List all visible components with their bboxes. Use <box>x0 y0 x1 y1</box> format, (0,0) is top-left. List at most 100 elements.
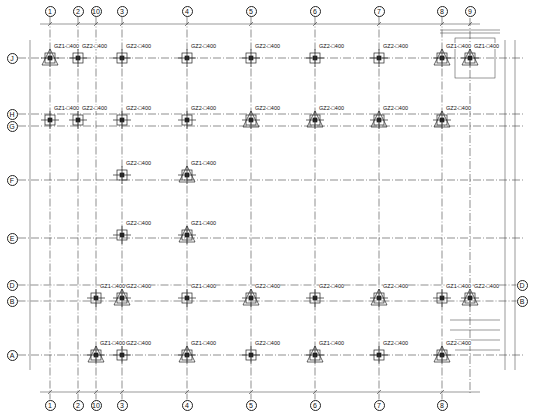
column-mark: GZ2-□400 <box>383 283 408 289</box>
column-mark: GZ2-□400 <box>126 43 151 49</box>
column-mark: GZ2-□400 <box>126 220 151 226</box>
column-mark: GZ1-□400 <box>100 283 125 289</box>
column-mark: GZ2-□400 <box>474 283 499 289</box>
axis-bubble: 6 <box>310 400 321 411</box>
axis-bubble: 1 <box>45 400 56 411</box>
axis-line <box>50 17 51 400</box>
column-mark: GZ1-□400 <box>319 340 344 346</box>
axis-bubble: D <box>7 280 18 291</box>
axis-line <box>187 17 188 400</box>
axis-bubble: 5 <box>246 6 257 17</box>
axis-number: A <box>10 352 15 359</box>
axis-bubble: 4 <box>182 400 193 411</box>
axis-number: 6 <box>313 402 317 409</box>
axis-number: 5 <box>249 8 253 15</box>
axis-number: 2 <box>76 8 80 15</box>
axis-bubble: 3 <box>117 6 128 17</box>
axis-number: H <box>9 111 14 118</box>
column-mark: GZ2-□400 <box>319 283 344 289</box>
axis-number: D <box>519 282 524 289</box>
column-mark: GZ1-□400 <box>54 105 79 111</box>
axis-number: G <box>9 123 14 130</box>
axis-bubble: F <box>7 175 18 186</box>
axis-bubble: 1 <box>45 6 56 17</box>
axis-line <box>251 17 252 400</box>
axis-bubble: 4 <box>182 6 193 17</box>
axis-line <box>96 17 97 400</box>
axis-bubble: 7 <box>374 6 385 17</box>
column-mark: GZ1-□400 <box>54 43 79 49</box>
column-mark: GZ1-□400 <box>446 43 471 49</box>
axis-line <box>78 17 79 400</box>
axis-number: 8 <box>440 8 444 15</box>
axis-bubble: 3 <box>117 400 128 411</box>
axis-bubble: 2 <box>73 6 84 17</box>
axis-line <box>442 17 443 400</box>
column-mark: GZ2-□400 <box>446 105 471 111</box>
axis-bubble: G <box>7 121 18 132</box>
axis-bubble: 10 <box>91 6 102 17</box>
axis-bubble: E <box>7 233 18 244</box>
axis-line <box>379 17 380 400</box>
column-mark: GZ2-□400 <box>126 283 151 289</box>
column-mark: GZ2-□400 <box>383 43 408 49</box>
axis-number: 6 <box>313 8 317 15</box>
column-mark: GZ2-□400 <box>383 105 408 111</box>
axis-bubble: 8 <box>437 6 448 17</box>
axis-number: 4 <box>185 8 189 15</box>
axis-bubble: 8 <box>437 400 448 411</box>
axis-number: 9 <box>468 8 472 15</box>
column-mark: GZ2-□400 <box>255 283 280 289</box>
axis-bubble: J <box>7 53 18 64</box>
axis-number: D <box>9 282 14 289</box>
axis-bubble: 7 <box>374 400 385 411</box>
axis-number: 1 <box>48 402 52 409</box>
column-mark: GZ2-□400 <box>126 105 151 111</box>
column-mark: GZ2-□400 <box>255 43 280 49</box>
axis-bubble: 2 <box>73 400 84 411</box>
axis-bubble: 9 <box>465 6 476 17</box>
axis-number: 7 <box>377 8 381 15</box>
axis-number: 8 <box>440 402 444 409</box>
column-mark: GZ2-□400 <box>126 340 151 346</box>
column-mark: GZ2-□400 <box>82 43 107 49</box>
axis-number: 3 <box>120 8 124 15</box>
axis-number: 7 <box>377 402 381 409</box>
axis-bubble: 6 <box>310 6 321 17</box>
axis-number: 2 <box>76 402 80 409</box>
axis-bubble: B <box>7 296 18 307</box>
column-mark: GZ2-□400 <box>191 43 216 49</box>
axis-number: 5 <box>249 402 253 409</box>
column-mark: GZ2-□400 <box>446 340 471 346</box>
column-mark: GZ2-□400 <box>191 105 216 111</box>
axis-number: B <box>10 298 15 305</box>
axis-bubble: A <box>7 350 18 361</box>
axis-number: J <box>10 55 14 62</box>
axis-bubble: H <box>7 109 18 120</box>
column-mark: GZ2-□400 <box>126 160 151 166</box>
axis-line <box>18 301 517 302</box>
column-mark: GZ2-□400 <box>255 340 280 346</box>
column-mark: GZ1-□400 <box>191 283 216 289</box>
axis-number: B <box>520 298 525 305</box>
column-mark: GZ2-□400 <box>319 43 344 49</box>
column-mark: GZ1-□400 <box>474 43 499 49</box>
axis-number: F <box>10 177 14 184</box>
axis-line <box>315 17 316 400</box>
axis-number: 4 <box>185 402 189 409</box>
column-mark: GZ1-□400 <box>191 160 216 166</box>
axis-number: E <box>10 235 15 242</box>
column-mark: GZ2-□400 <box>255 105 280 111</box>
column-mark: GZ1-□400 <box>100 340 125 346</box>
axis-bubble: 10 <box>91 400 102 411</box>
column-mark: GZ1-□400 <box>446 283 471 289</box>
column-mark: GZ2-□400 <box>383 340 408 346</box>
axis-bubble: 5 <box>246 400 257 411</box>
column-mark: GZ1-□400 <box>191 340 216 346</box>
column-mark: GZ1-□400 <box>191 220 216 226</box>
axis-number: 1 <box>48 8 52 15</box>
axis-number: 10 <box>92 402 100 409</box>
axis-bubble: D <box>517 280 528 291</box>
